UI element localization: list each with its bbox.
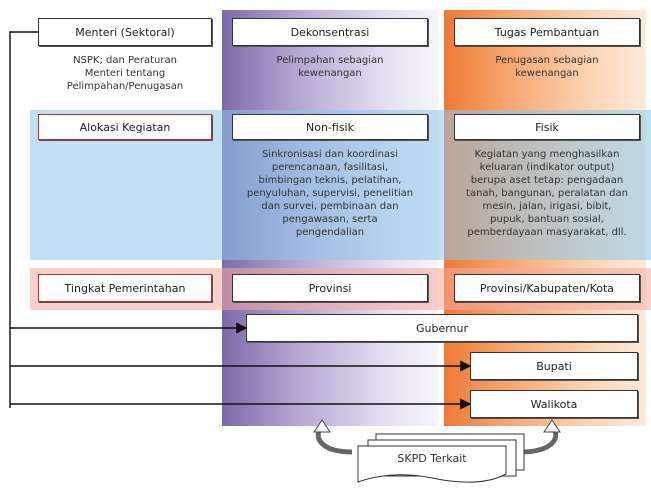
tugas-pembantuan-description: Penugasan sebagian kewenangan xyxy=(495,55,599,79)
tingkat-pemerintahan-label: Tingkat Pemerintahan xyxy=(38,274,212,302)
dekonsentrasi-description: Pelimpahan sebagian kewenangan xyxy=(276,55,384,79)
non-fisik-activities: Sinkronisasi dan koordinasi perencanaan,… xyxy=(246,149,414,238)
provinsi-box: Provinsi xyxy=(232,274,428,302)
skpd-sheet-front xyxy=(357,445,507,483)
menteri-sektoral-box: Menteri (Sektoral) xyxy=(38,18,212,46)
provinsi-kabupaten-kota-box: Provinsi/Kabupaten/Kota xyxy=(454,274,640,302)
fisik-box: Fisik xyxy=(454,114,640,140)
non-fisik-box: Non-fisik xyxy=(232,114,428,140)
tugas-pembantuan-header-box: Tugas Pembantuan xyxy=(454,18,640,46)
gubernur-box: Gubernur xyxy=(246,314,638,342)
skpd-terkait-label: SKPD Terkait xyxy=(397,452,467,465)
menteri-description: NSPK; dan Peraturan Menteri tentang Peli… xyxy=(66,55,184,92)
main-connector-line xyxy=(9,31,38,408)
dekonsentrasi-header-box: Dekonsentrasi xyxy=(232,18,428,46)
walikota-box: Walikota xyxy=(470,390,638,418)
fisik-activities: Kegiatan yang menghasilkan keluaran (ind… xyxy=(466,149,628,238)
bupati-box: Bupati xyxy=(470,352,638,380)
alokasi-kegiatan-label: Alokasi Kegiatan xyxy=(38,114,212,140)
